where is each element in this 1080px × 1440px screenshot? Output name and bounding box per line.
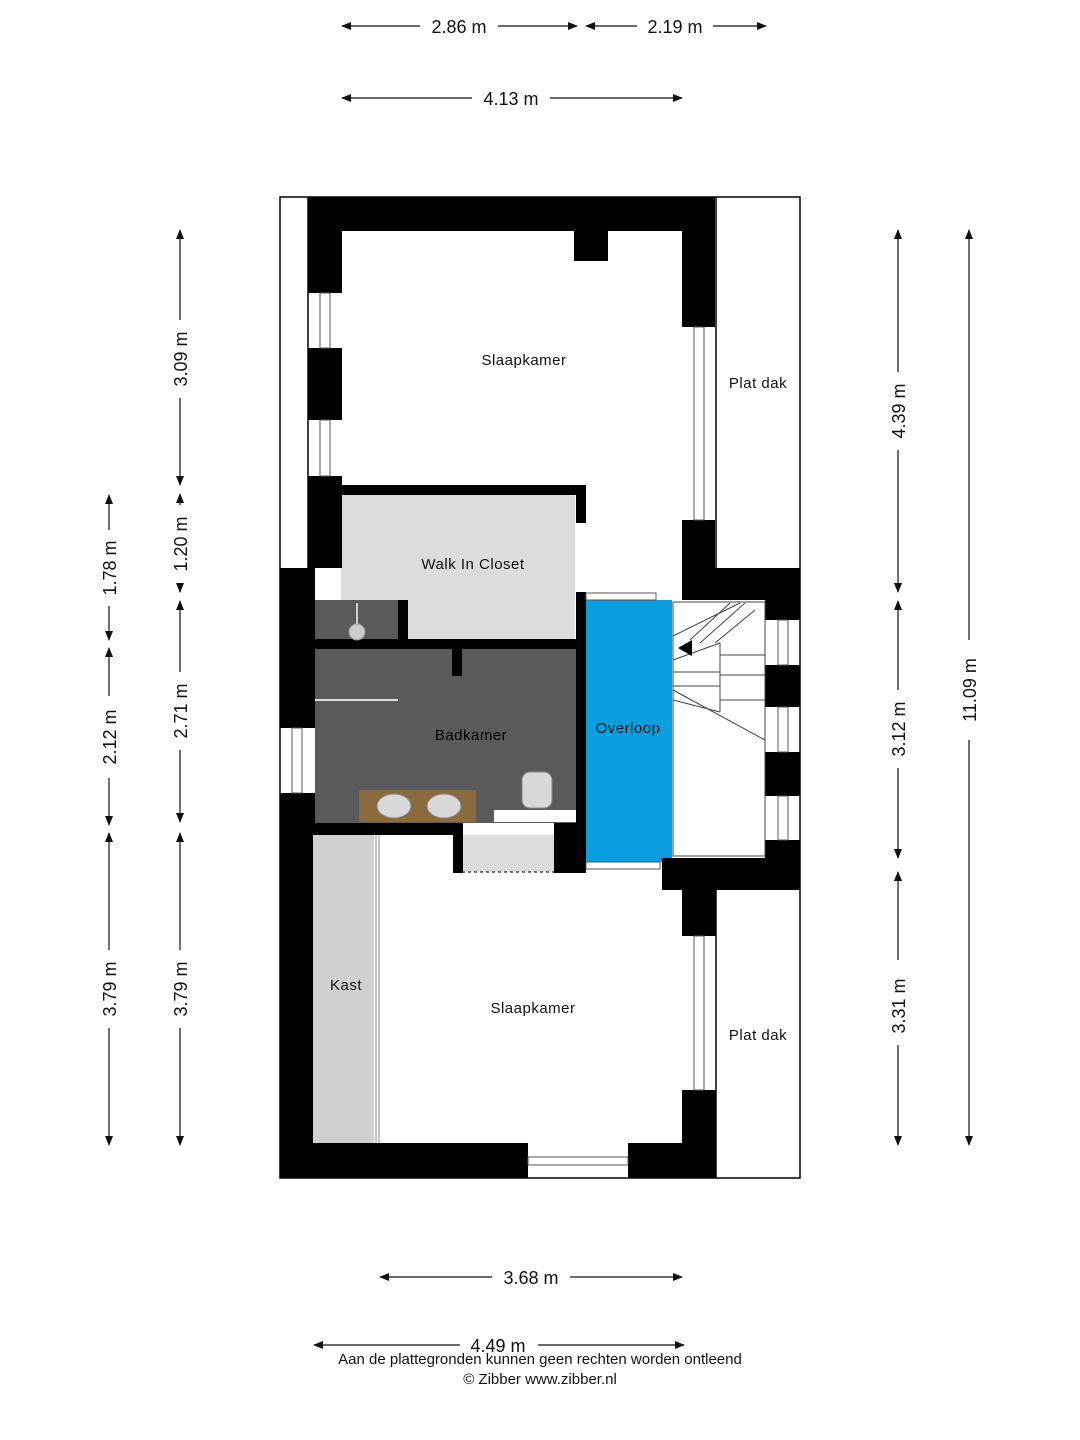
label-slaapkamer-top: Slaapkamer bbox=[481, 352, 566, 369]
label-overloop: Overloop bbox=[596, 720, 661, 737]
dim-right-inner-1: 4.39 m bbox=[889, 383, 909, 438]
label-kast: Kast bbox=[330, 977, 362, 994]
small-cupboard-fill bbox=[462, 835, 554, 872]
dim-left-inner-1: 3.09 m bbox=[171, 331, 191, 386]
dim-right-inner-2: 3.12 m bbox=[889, 701, 909, 756]
walls bbox=[280, 197, 800, 1178]
dim-left-inner-3: 2.71 m bbox=[171, 683, 191, 738]
dim-right-outer: 11.09 m bbox=[960, 658, 980, 722]
kast-fill bbox=[313, 835, 374, 1143]
dim-left-inner-2: 1.20 m bbox=[171, 516, 191, 571]
dim-right-inner-3: 3.31 m bbox=[889, 978, 909, 1033]
label-badkamer: Badkamer bbox=[435, 727, 507, 744]
footer-copyright: © Zibber www.zibber.nl bbox=[463, 1371, 617, 1388]
label-plat-dak-top: Plat dak bbox=[729, 375, 787, 392]
dim-left-inner-4: 3.79 m bbox=[171, 961, 191, 1016]
label-slaapkamer-bottom: Slaapkamer bbox=[490, 1000, 575, 1017]
dim-bottom-1: 3.68 m bbox=[503, 1268, 558, 1288]
bathroom-fixtures bbox=[315, 603, 576, 822]
staircase bbox=[672, 601, 766, 857]
dimension-lines bbox=[105, 22, 973, 1349]
dim-top-3: 4.13 m bbox=[483, 89, 538, 109]
footer-disclaimer: Aan de plattegronden kunnen geen rechten… bbox=[338, 1351, 742, 1368]
overloop-fill bbox=[586, 600, 672, 862]
label-walk-in-closet: Walk In Closet bbox=[421, 556, 524, 573]
dim-left-outer-2: 2.12 m bbox=[100, 709, 120, 764]
label-plat-dak-bottom: Plat dak bbox=[729, 1027, 787, 1044]
stair-arrow-icon bbox=[678, 640, 692, 656]
dim-left-outer-3: 3.79 m bbox=[100, 961, 120, 1016]
windows bbox=[291, 292, 789, 1166]
dim-bottom-2: 4.49 m bbox=[470, 1336, 525, 1356]
dim-left-outer-1: 1.78 m bbox=[100, 540, 120, 595]
dim-top-1: 2.86 m bbox=[431, 17, 486, 37]
dim-top-2: 2.19 m bbox=[647, 17, 702, 37]
kast-doors bbox=[375, 835, 554, 1143]
